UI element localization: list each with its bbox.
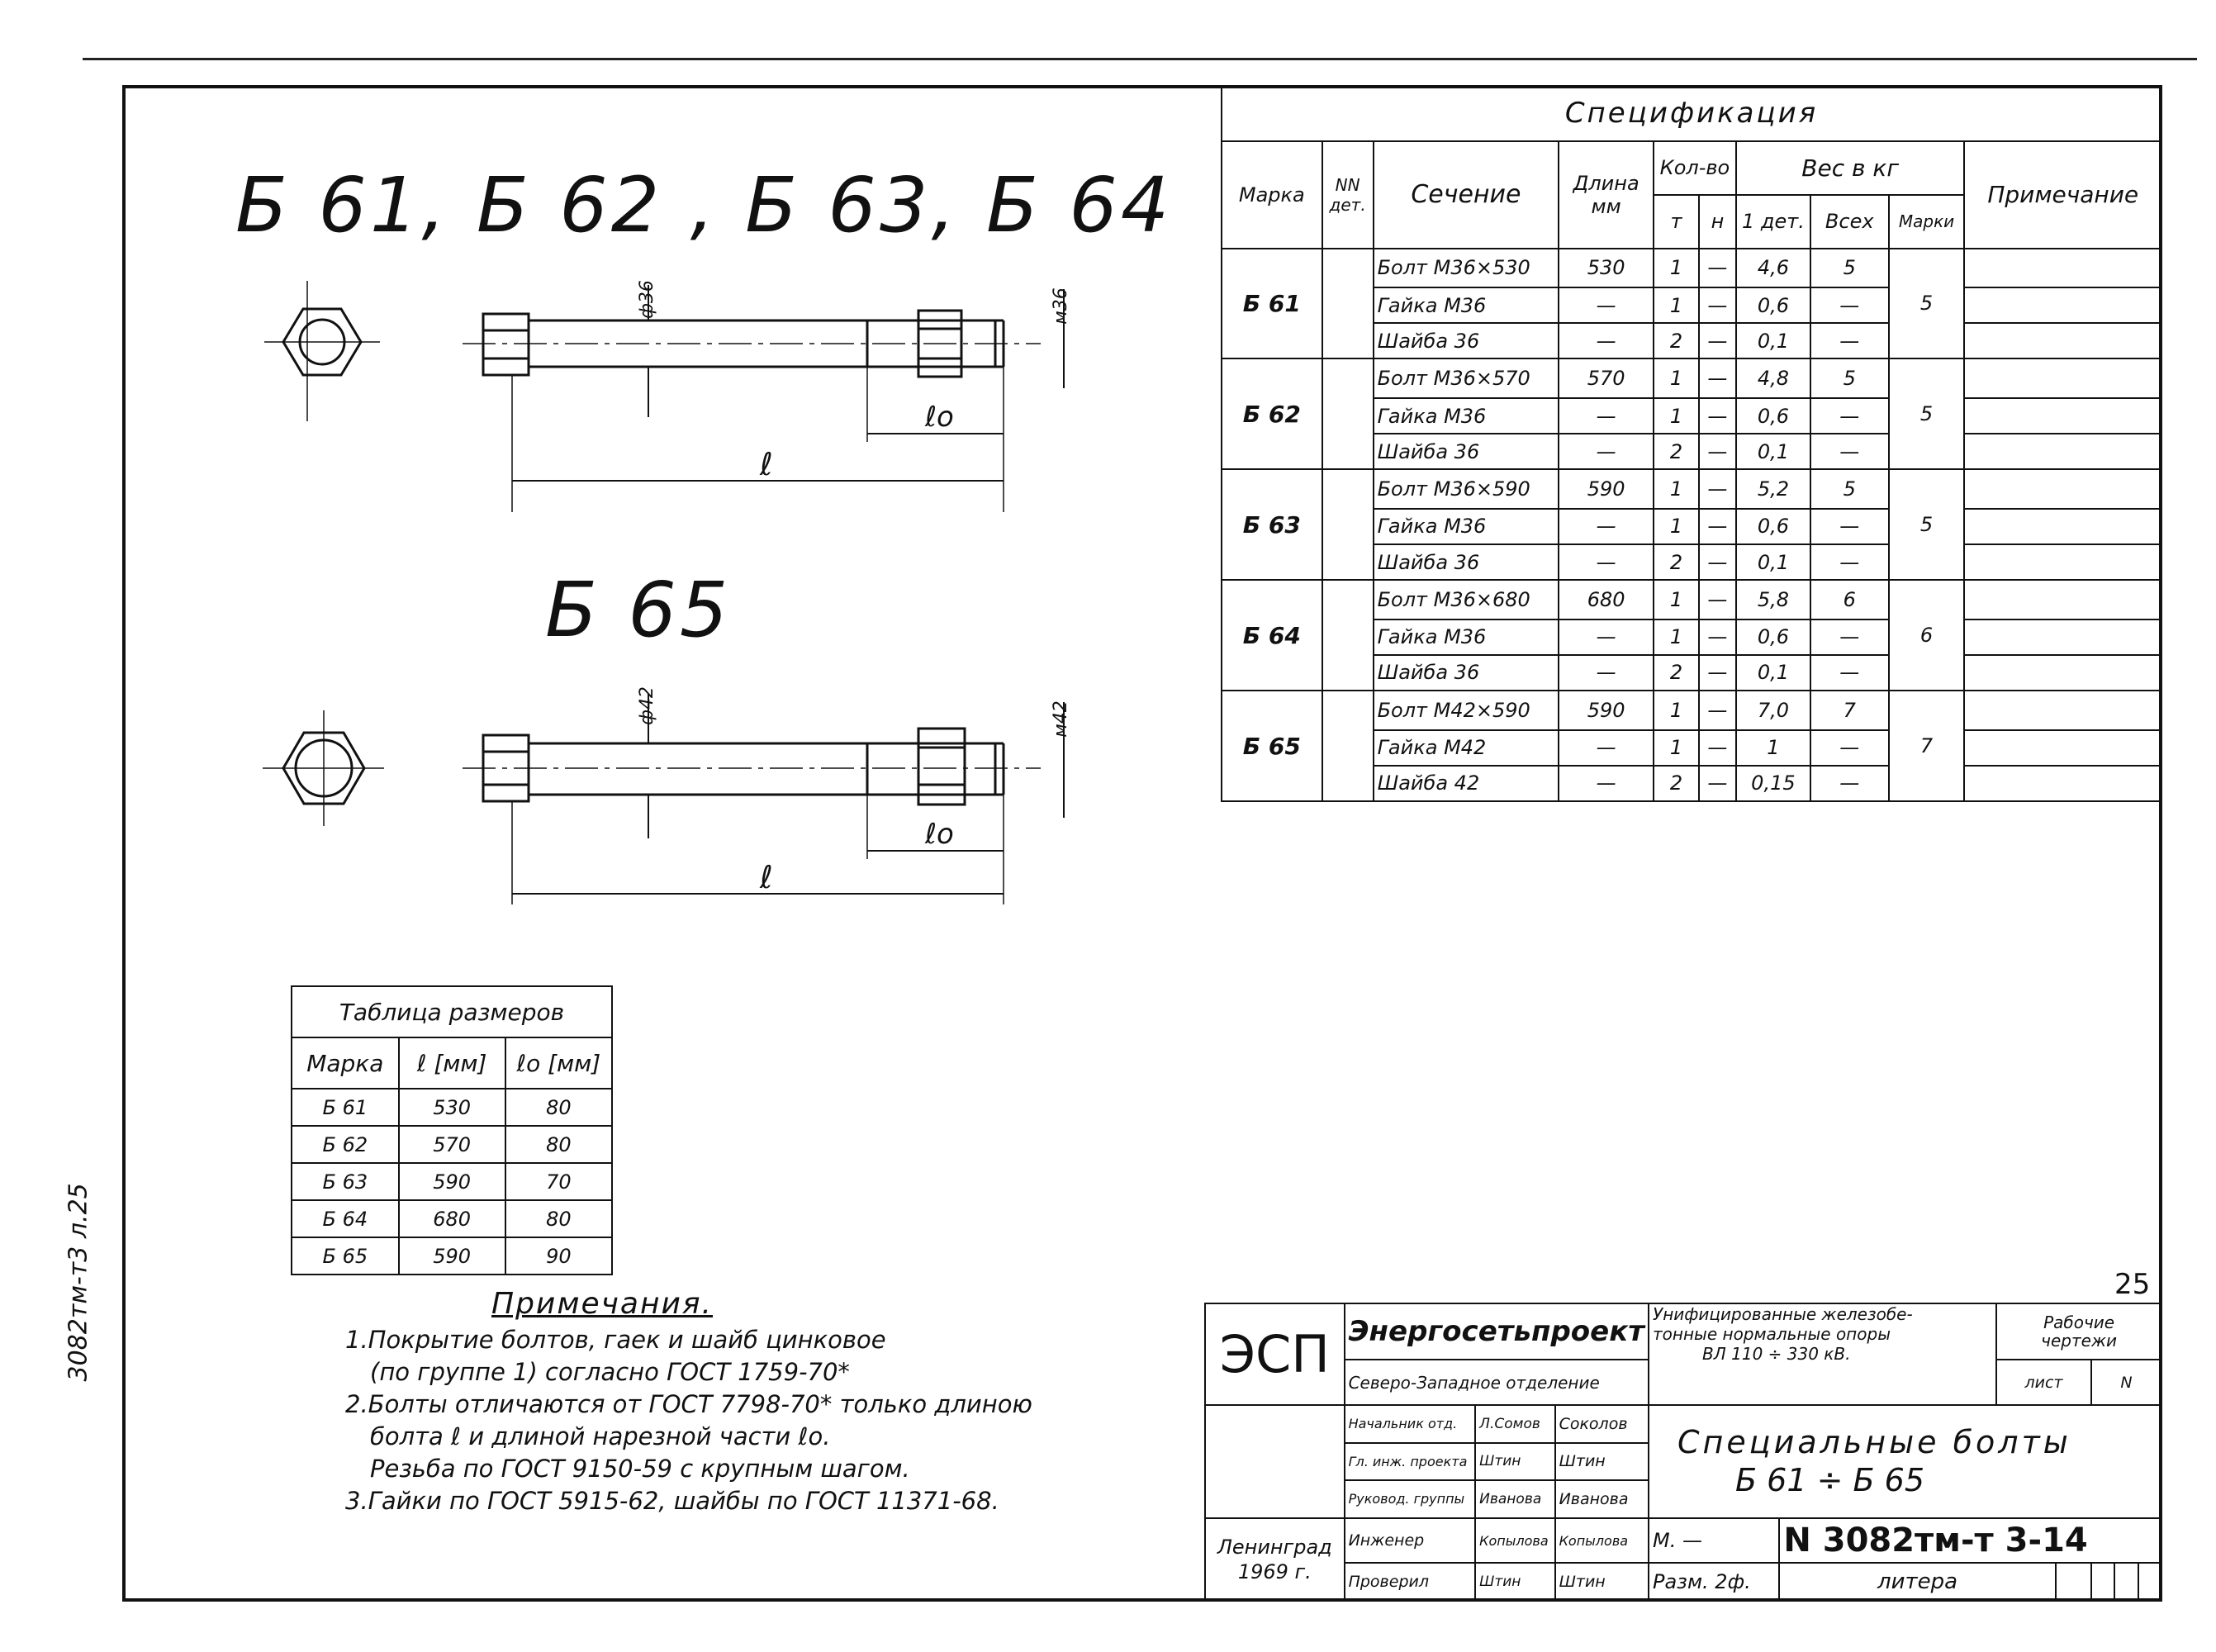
spec-title: Спецификация <box>1221 85 2162 142</box>
stamp-size: Разм. 2ф. <box>1647 1562 1781 1602</box>
spec-header-t: т <box>1652 193 1700 249</box>
stamp-sheet-label: лист <box>1995 1359 2092 1407</box>
spec-header-kolvo: Кол-во <box>1652 140 1737 196</box>
label-l-1: ℓ <box>760 446 773 482</box>
dimensions-table: Таблица размеров Марка ℓ [мм] ℓo [мм] Б … <box>291 985 614 1275</box>
spec-group-b64: Б 64 Болт М36×680 680 1 — 5,8 6 6 Гайка … <box>1221 579 2162 692</box>
spec-mark-total: 6 <box>1887 579 1966 692</box>
title-block: ЭСП Энергосетьпроект Унифицированные жел… <box>1204 1302 2163 1602</box>
spec-mark-total: 5 <box>1887 468 1966 582</box>
spec-mark-total: 5 <box>1887 247 1966 360</box>
spec-group-b61: Б 61 Болт М36×530 530 1 — 4,6 5 5 Гайка … <box>1221 247 2162 360</box>
spec-header-marka: Марка <box>1221 140 1323 249</box>
spec-header-nn: NN дет. <box>1321 140 1374 249</box>
spec-header-marki: Марки <box>1887 193 1966 249</box>
label-m36: м36 <box>1050 287 1071 325</box>
spec-group-b65: Б 65 Болт М42×590 590 1 — 7,0 7 7 Гайка … <box>1221 690 2162 803</box>
spec-mark: Б 64 <box>1221 579 1323 692</box>
stamp-branch: Северо-Западное отделение <box>1343 1359 1650 1407</box>
note-line: 3.Гайки по ГОСТ 5915-62, шайбы по ГОСТ 1… <box>345 1487 999 1515</box>
stamp-city-year: Ленинград 1969 г. <box>1204 1517 1345 1602</box>
top-border-line <box>83 58 2197 60</box>
spec-mark-total: 5 <box>1887 358 1966 471</box>
note-line: болта ℓ и длиной нарезной части ℓo. <box>370 1422 831 1450</box>
notes-block: 1.Покрытие болтов, гаек и шайб цинковое … <box>345 1324 1188 1517</box>
spec-mark: Б 65 <box>1221 690 1323 802</box>
spec-group-b63: Б 63 Болт М36×590 590 1 — 5,2 5 5 Гайка … <box>1221 468 2162 582</box>
bolt2-side-view <box>463 694 1065 904</box>
spec-mark: Б 62 <box>1221 358 1323 471</box>
drawing-frame <box>122 85 2162 1602</box>
notes-title: Примечания. <box>491 1287 713 1321</box>
stamp-logo: ЭСП <box>1204 1302 1345 1407</box>
title-group-2: Б 65 <box>545 566 732 654</box>
sheet-number: 25 <box>2114 1268 2151 1301</box>
label-d36: ф36 <box>636 280 657 319</box>
stamp-org: Энергосетьпроект <box>1343 1302 1650 1361</box>
stamp-drawing-title: Специальные болты Б 61 ÷ Б 65 <box>1648 1404 2162 1519</box>
spec-header-n: н <box>1697 193 1737 249</box>
stamp-number: N 3082тм-т 3-14 <box>1778 1517 2162 1564</box>
note-line: 1.Покрытие болтов, гаек и шайб цинковое <box>345 1326 886 1354</box>
spec-header-primechanie: Примечание <box>1963 140 2162 249</box>
title-group-1: Б 61, Б 62 , Б 63, Б 64 <box>235 161 1173 249</box>
stamp-litera: литера <box>1778 1562 2057 1602</box>
spec-header-vsekh: Всех <box>1809 193 1890 249</box>
spec-group-b62: Б 62 Болт М36×570 570 1 — 4,8 5 5 Гайка … <box>1221 358 2162 471</box>
stamp-sheet-value: N <box>2090 1359 2163 1407</box>
specification-table: Спецификация Марка NN дет. Сечение Длина… <box>1221 85 2162 803</box>
spec-header-1det: 1 дет. <box>1734 193 1811 249</box>
spec-mark: Б 61 <box>1221 247 1323 360</box>
spec-header-ves: Вес в кг <box>1734 140 1966 196</box>
note-line: (по группе 1) согласно ГОСТ 1759-70* <box>370 1358 850 1386</box>
spec-header-sechenie: Сечение <box>1372 140 1560 249</box>
spec-part-name: Болт М36×530 <box>1372 247 1560 289</box>
label-l0-1: ℓo <box>925 401 954 434</box>
label-m42: м42 <box>1050 700 1071 738</box>
spec-header-dlina: Длина мм <box>1558 140 1654 249</box>
label-l-2: ℓ <box>760 859 773 895</box>
bolt2-hex-end-view <box>263 710 384 826</box>
dimensions-title: Таблица размеров <box>291 985 613 1038</box>
bolt1-side-view <box>463 285 1065 512</box>
stamp-scale: М. — <box>1647 1517 1781 1564</box>
note-line: Резьба по ГОСТ 9150-59 с крупным шагом. <box>370 1455 910 1483</box>
stamp-project: Унифицированные железобе- тонные нормаль… <box>1647 1302 1998 1407</box>
bolt1-hex-end-view <box>264 281 380 421</box>
label-l0-2: ℓo <box>925 818 954 851</box>
spec-mark: Б 63 <box>1221 468 1323 582</box>
note-line: 2.Болты отличаются от ГОСТ 7798-70* толь… <box>345 1390 1032 1418</box>
stamp-stage: Рабочие чертежи <box>1995 1302 2162 1361</box>
label-d42: ф42 <box>636 686 657 725</box>
spec-mark-total: 7 <box>1887 690 1966 802</box>
